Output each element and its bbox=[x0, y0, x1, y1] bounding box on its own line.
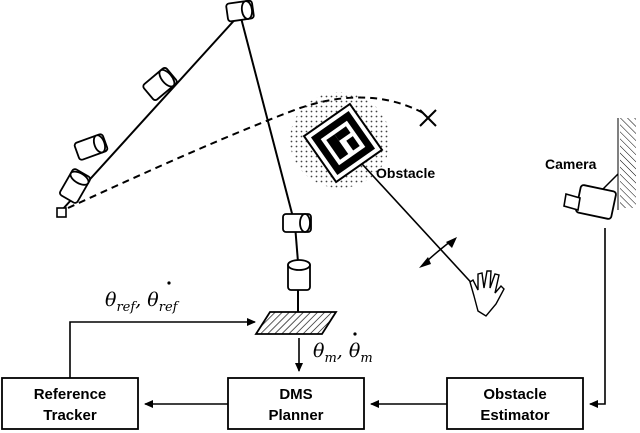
svg-text:Reference: Reference bbox=[34, 386, 107, 403]
measured-signal-label: θm, θm bbox=[313, 332, 373, 366]
hand-icon bbox=[469, 270, 505, 317]
reference-signal-label: θref, θref bbox=[105, 281, 180, 315]
svg-text:θm, θm: θm, θm bbox=[313, 340, 373, 366]
svg-text:DMS: DMS bbox=[279, 386, 312, 403]
joint-base-lower bbox=[287, 259, 311, 291]
svg-text:Planner: Planner bbox=[268, 407, 323, 424]
svg-text:Obstacle: Obstacle bbox=[483, 386, 546, 403]
joint-upper-arm bbox=[142, 67, 178, 101]
joint-elbow bbox=[73, 133, 109, 161]
camera-icon bbox=[563, 173, 619, 220]
robot-arm bbox=[61, 13, 299, 312]
svg-text:Estimator: Estimator bbox=[480, 407, 549, 424]
end-effector bbox=[56, 207, 67, 218]
robot-base-plate bbox=[254, 311, 338, 335]
obstacle-estimator-block: Obstacle Estimator bbox=[446, 377, 584, 430]
dms-planner-block: DMS Planner bbox=[227, 377, 365, 430]
camera-label: Camera bbox=[545, 156, 597, 172]
obstacle-label: Obstacle bbox=[376, 165, 435, 181]
reference-tracker-block: Reference Tracker bbox=[1, 377, 139, 430]
camera-to-estimator-arrow bbox=[589, 228, 606, 408]
planned-trajectory bbox=[67, 96, 428, 209]
svg-text:θref, θref: θref, θref bbox=[105, 289, 180, 315]
joint-base-upper bbox=[282, 213, 312, 233]
obstacle-tether bbox=[339, 139, 479, 291]
joint-top bbox=[225, 0, 255, 23]
svg-text:Tracker: Tracker bbox=[43, 407, 97, 424]
apriltag-marker bbox=[302, 102, 384, 184]
tracker-to-robot-arrow bbox=[69, 318, 256, 378]
wall bbox=[620, 118, 636, 208]
goal-x-marker bbox=[419, 109, 437, 127]
joint-wrist bbox=[59, 168, 91, 204]
